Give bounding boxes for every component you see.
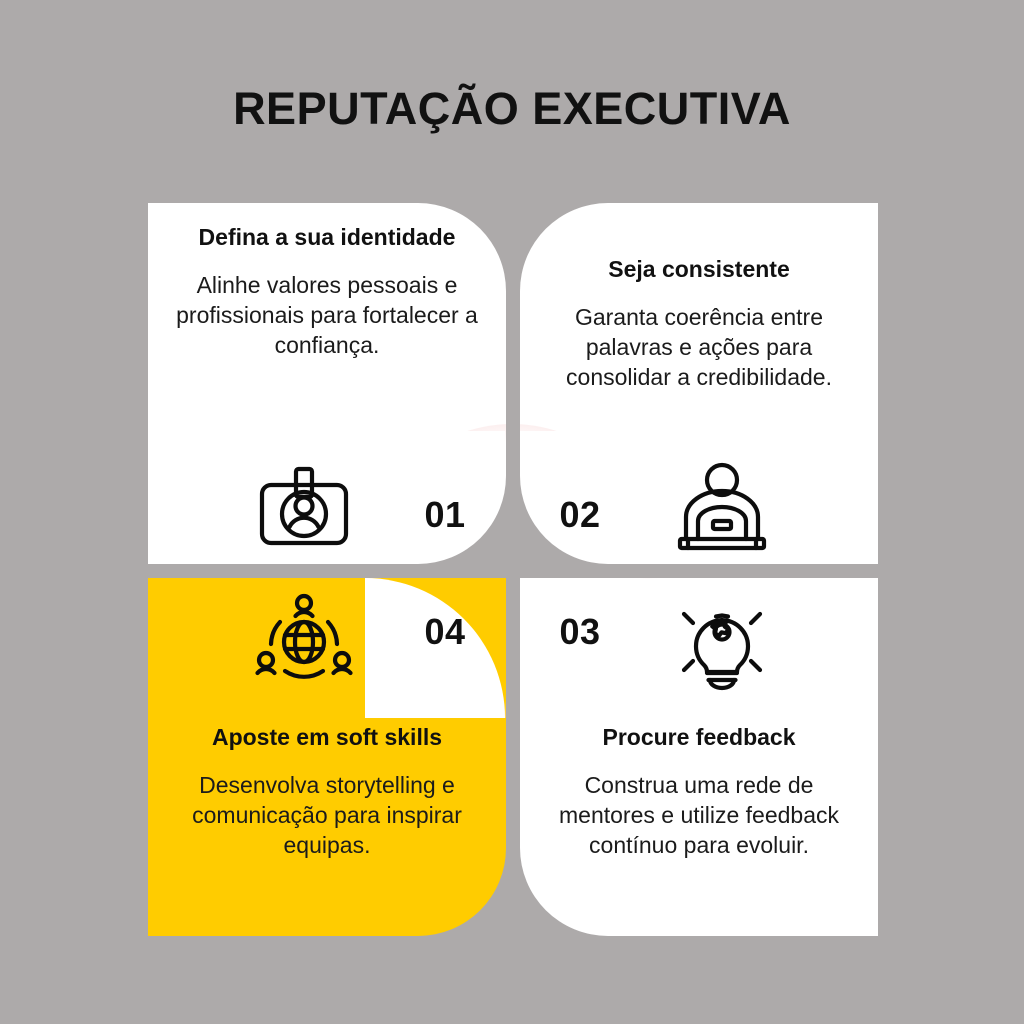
card-1-body: Alinhe valores pessoais e profissionais … (176, 271, 478, 358)
globe-network-icon (252, 590, 356, 694)
step-number-02: 02 (559, 494, 601, 535)
card-1-title: Defina a sua identidade (198, 224, 456, 250)
card-3-text-block: Procure feedback Construa uma rede de me… (520, 723, 878, 860)
card-1-text-block: Defina a sua identidade Alinhe valores p… (148, 223, 506, 360)
page-title: REPUTAÇÃO EXECUTIVA (233, 83, 791, 134)
card-3-title: Procure feedback (602, 724, 796, 750)
id-badge-icon (252, 455, 356, 559)
cards-grid: Defina a sua identidade Alinhe valores p… (148, 203, 878, 936)
lightbulb-gear-icon (670, 590, 774, 694)
card-2-text-block: Seja consistente Garanta coerência entre… (520, 255, 878, 392)
card-4-text-block: Aposte em soft skills Desenvolva storyte… (148, 723, 506, 860)
card-2-title: Seja consistente (608, 256, 790, 282)
card-seja-consistente[interactable]: Seja consistente Garanta coerência entre… (520, 203, 878, 564)
card-4-body: Desenvolva storytelling e comunicação pa… (192, 771, 462, 858)
card-4-title: Aposte em soft skills (211, 724, 443, 750)
card-procure-feedback[interactable]: Procure feedback Construa uma rede de me… (520, 578, 878, 936)
step-number-01: 01 (424, 494, 466, 535)
person-laptop-icon (670, 455, 774, 559)
step-number-04: 04 (424, 611, 466, 652)
card-3-body: Construa uma rede de mentores e utilize … (559, 771, 839, 858)
grid-gutter-horizontal (148, 564, 878, 578)
card-defina-a-sua-identidade[interactable]: Defina a sua identidade Alinhe valores p… (148, 203, 506, 564)
card-2-body: Garanta coerência entre palavras e ações… (566, 303, 832, 390)
step-number-03: 03 (559, 611, 601, 652)
